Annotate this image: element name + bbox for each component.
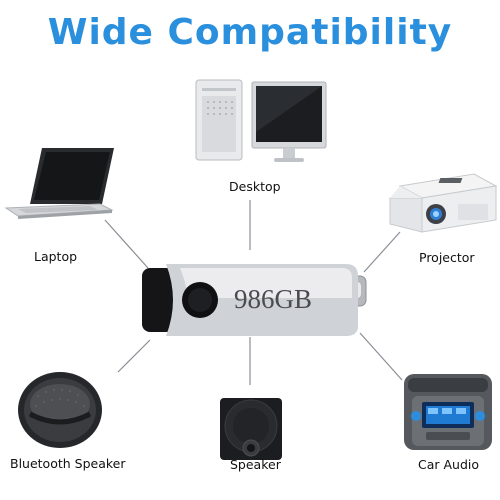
speaker-image — [220, 398, 282, 460]
car-audio-image — [404, 374, 492, 450]
line-car — [359, 332, 403, 381]
device-label-projector: Projector — [419, 250, 475, 265]
line-bluetooth — [117, 339, 151, 373]
device-label-bluetooth-speaker: Bluetooth Speaker — [10, 456, 126, 471]
desktop-image — [195, 79, 327, 162]
laptop-image — [4, 148, 114, 219]
projector-image — [389, 173, 498, 233]
device-label-desktop: Desktop — [229, 179, 281, 194]
page-title: Wide Compatibility — [47, 12, 453, 53]
line-laptop — [104, 219, 149, 269]
usb-drive-image — [142, 264, 367, 336]
device-label-car-audio: Car Audio — [418, 457, 480, 472]
usb-capacity-label: 986GB — [234, 284, 313, 314]
line-projector — [363, 231, 401, 273]
device-label-laptop: Laptop — [34, 249, 78, 264]
bluetooth-speaker-image — [18, 372, 102, 448]
device-label-speaker: Speaker — [230, 457, 281, 472]
